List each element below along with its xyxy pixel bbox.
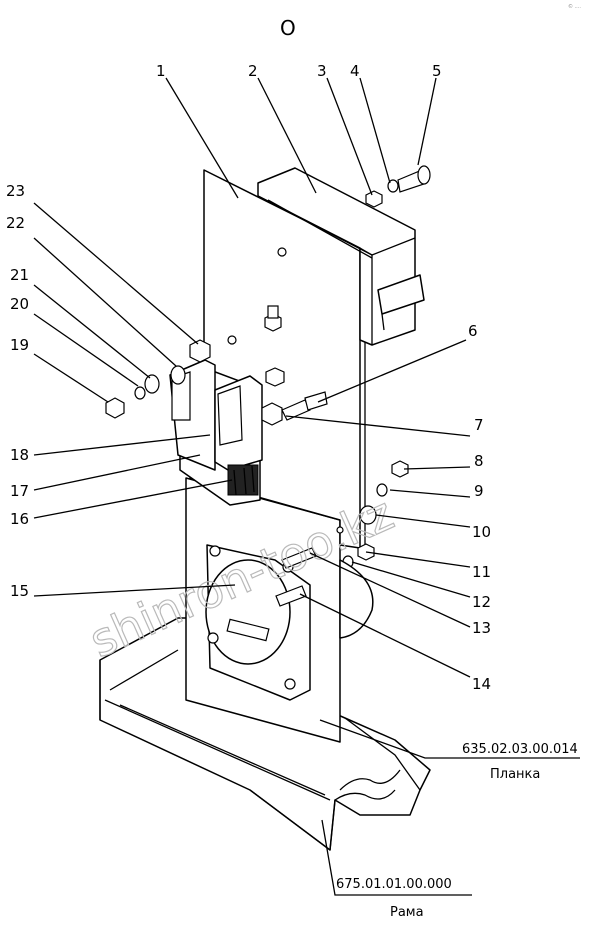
callout-23: 23 [6, 182, 25, 200]
switch-block [105, 339, 263, 506]
callout-9: 9 [474, 482, 484, 500]
relay-box [257, 167, 425, 346]
callout-20: 20 [10, 295, 29, 313]
callout-22: 22 [6, 214, 25, 232]
callout-8: 8 [474, 452, 484, 470]
callout-17: 17 [10, 482, 29, 500]
callout-19: 19 [10, 336, 29, 354]
plate-studs [264, 305, 285, 387]
callout-18: 18 [10, 446, 29, 464]
fastener-stack-8-12 [342, 460, 409, 569]
reference-labels: 635.02.03.00.014 Планка 675.01.01.00.000… [336, 742, 578, 920]
callout-21: 21 [10, 266, 29, 284]
callout-2: 2 [248, 62, 258, 80]
corner-mark: © .... [568, 3, 581, 10]
callout-14: 14 [472, 675, 491, 693]
bolt-assembly-3-4-5 [365, 165, 431, 208]
callout-6: 6 [468, 322, 478, 340]
callout-5: 5 [432, 62, 442, 80]
callout-13: 13 [472, 619, 491, 637]
ref-code-rama: 675.01.01.00.000 [336, 877, 452, 892]
callout-12: 12 [472, 593, 491, 611]
callout-11: 11 [472, 563, 491, 581]
callout-7: 7 [474, 416, 484, 434]
callout-numbers: 1 2 3 4 5 6 7 8 9 10 11 12 13 14 15 16 1… [6, 62, 491, 693]
ref-name-planka: Планка [490, 767, 540, 782]
callout-3: 3 [317, 62, 327, 80]
callout-1: 1 [156, 62, 166, 80]
ref-name-rama: Рама [390, 905, 424, 920]
ref-code-planka: 635.02.03.00.014 [462, 742, 578, 757]
callout-4: 4 [350, 62, 360, 80]
leader-lines [33, 77, 580, 896]
round-socket [205, 544, 374, 701]
callout-10: 10 [472, 523, 491, 541]
callout-16: 16 [10, 510, 29, 528]
callout-15: 15 [10, 582, 29, 600]
view-label: О [280, 16, 296, 40]
stud-6-7 [261, 391, 328, 426]
